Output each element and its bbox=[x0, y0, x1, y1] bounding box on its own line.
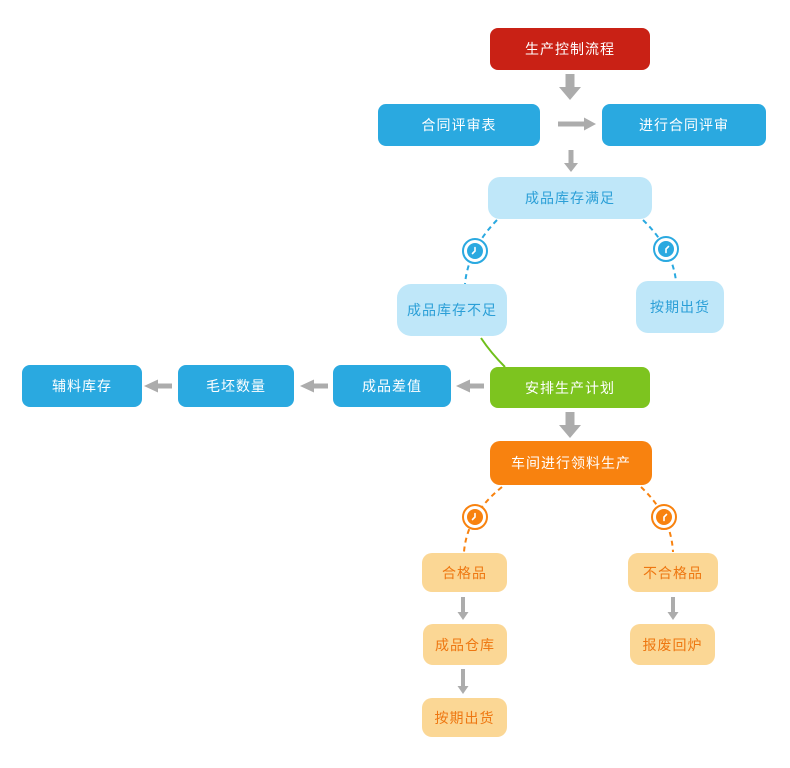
arrow-down-icon bbox=[457, 597, 469, 620]
clock-face bbox=[656, 509, 672, 525]
clock-face bbox=[658, 241, 674, 257]
arrow-left-icon bbox=[300, 379, 328, 393]
node-start: 生产控制流程 bbox=[490, 28, 650, 70]
node-contract-form: 合同评审表 bbox=[378, 104, 540, 146]
node-stock-insufficient: 成品库存不足 bbox=[397, 284, 507, 336]
arrow-down-icon bbox=[564, 150, 578, 172]
clock-face bbox=[467, 509, 483, 525]
arrow-down-icon bbox=[457, 669, 469, 694]
clock-icon bbox=[462, 238, 488, 264]
arrow-right-icon bbox=[558, 117, 596, 131]
node-qualified: 合格品 bbox=[422, 553, 507, 592]
clock-face bbox=[467, 243, 483, 259]
node-contract-review: 进行合同评审 bbox=[602, 104, 766, 146]
arrow-down-icon bbox=[559, 74, 581, 100]
node-ship-on-schedule-lower: 按期出货 bbox=[422, 698, 507, 737]
clock-icon bbox=[462, 504, 488, 530]
clock-icon bbox=[651, 504, 677, 530]
arrow-left-icon bbox=[144, 379, 172, 393]
node-aux-material-stock: 辅料库存 bbox=[22, 365, 142, 407]
clock-icon bbox=[653, 236, 679, 262]
node-workshop-production: 车间进行领料生产 bbox=[490, 441, 652, 485]
node-finished-diff: 成品差值 bbox=[333, 365, 451, 407]
node-finished-warehouse: 成品仓库 bbox=[423, 624, 507, 665]
arrow-down-icon bbox=[559, 412, 581, 438]
arrow-left-icon bbox=[456, 379, 484, 393]
node-production-plan: 安排生产计划 bbox=[490, 367, 650, 408]
green-connector-line bbox=[480, 337, 506, 368]
arrow-icons bbox=[144, 74, 679, 694]
node-scrap-remelt: 报废回炉 bbox=[630, 624, 715, 665]
node-ship-on-schedule-upper: 按期出货 bbox=[636, 281, 724, 333]
arrow-down-icon bbox=[667, 597, 679, 620]
node-unqualified: 不合格品 bbox=[628, 553, 718, 592]
node-blank-quantity: 毛坯数量 bbox=[178, 365, 294, 407]
node-stock-satisfied: 成品库存满足 bbox=[488, 177, 652, 219]
